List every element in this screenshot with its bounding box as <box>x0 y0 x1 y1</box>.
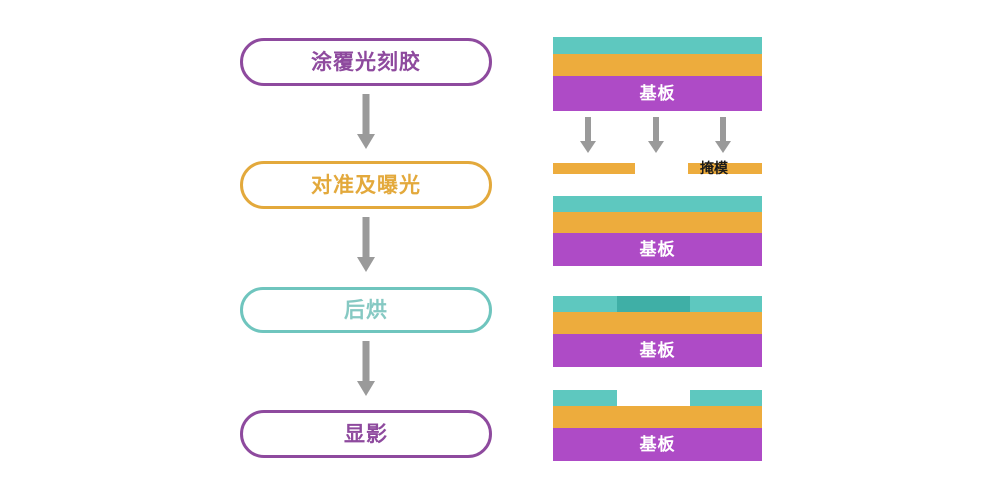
flow-connector-2 <box>354 217 378 273</box>
layer-oxide <box>553 54 762 76</box>
stack-masked-substrate-label: 基板 <box>639 240 676 259</box>
flow-step-develop-label: 显影 <box>344 422 388 446</box>
layer-photoresist-right <box>690 390 762 406</box>
mask-bar-left <box>553 163 635 174</box>
stack-developed: 基板 <box>553 390 762 461</box>
stack-coated: 基板 <box>553 37 762 111</box>
flow-step-post-bake-label: 后烘 <box>344 298 388 322</box>
flow-step-coat-label: 涂覆光刻胶 <box>311 50 421 74</box>
flow-step-align-expose[interactable]: 对准及曝光 <box>240 161 492 209</box>
layer-photoresist-left <box>553 390 617 406</box>
flow-step-develop[interactable]: 显影 <box>240 410 492 458</box>
layer-oxide <box>553 212 762 233</box>
layer-substrate <box>553 428 762 461</box>
flow-connector-1 <box>354 94 378 150</box>
flow-connector-3 <box>354 341 378 397</box>
flow-step-post-bake[interactable]: 后烘 <box>240 287 492 333</box>
layer-oxide <box>553 406 762 428</box>
layer-substrate <box>553 76 762 111</box>
mask-bar-right <box>688 163 762 174</box>
flow-step-align-expose-label: 对准及曝光 <box>311 173 421 197</box>
layer-photoresist-exposed-window <box>617 296 690 312</box>
stack-coated-substrate-label: 基板 <box>639 84 676 103</box>
layer-photoresist <box>553 37 762 54</box>
stack-masked: 基板 <box>553 196 762 266</box>
stack-exposed-substrate-label: 基板 <box>639 341 676 360</box>
layer-substrate <box>553 233 762 266</box>
exposure-arrow-1 <box>578 117 598 153</box>
stack-exposed: 基板 <box>553 296 762 367</box>
layer-substrate <box>553 334 762 367</box>
stack-developed-substrate-label: 基板 <box>639 435 676 454</box>
flow-step-coat[interactable]: 涂覆光刻胶 <box>240 38 492 86</box>
layer-oxide <box>553 312 762 334</box>
mask-label: 掩模 <box>700 160 728 176</box>
exposure-arrow-2 <box>646 117 666 153</box>
exposure-arrow-3 <box>713 117 733 153</box>
layer-photoresist <box>553 196 762 212</box>
